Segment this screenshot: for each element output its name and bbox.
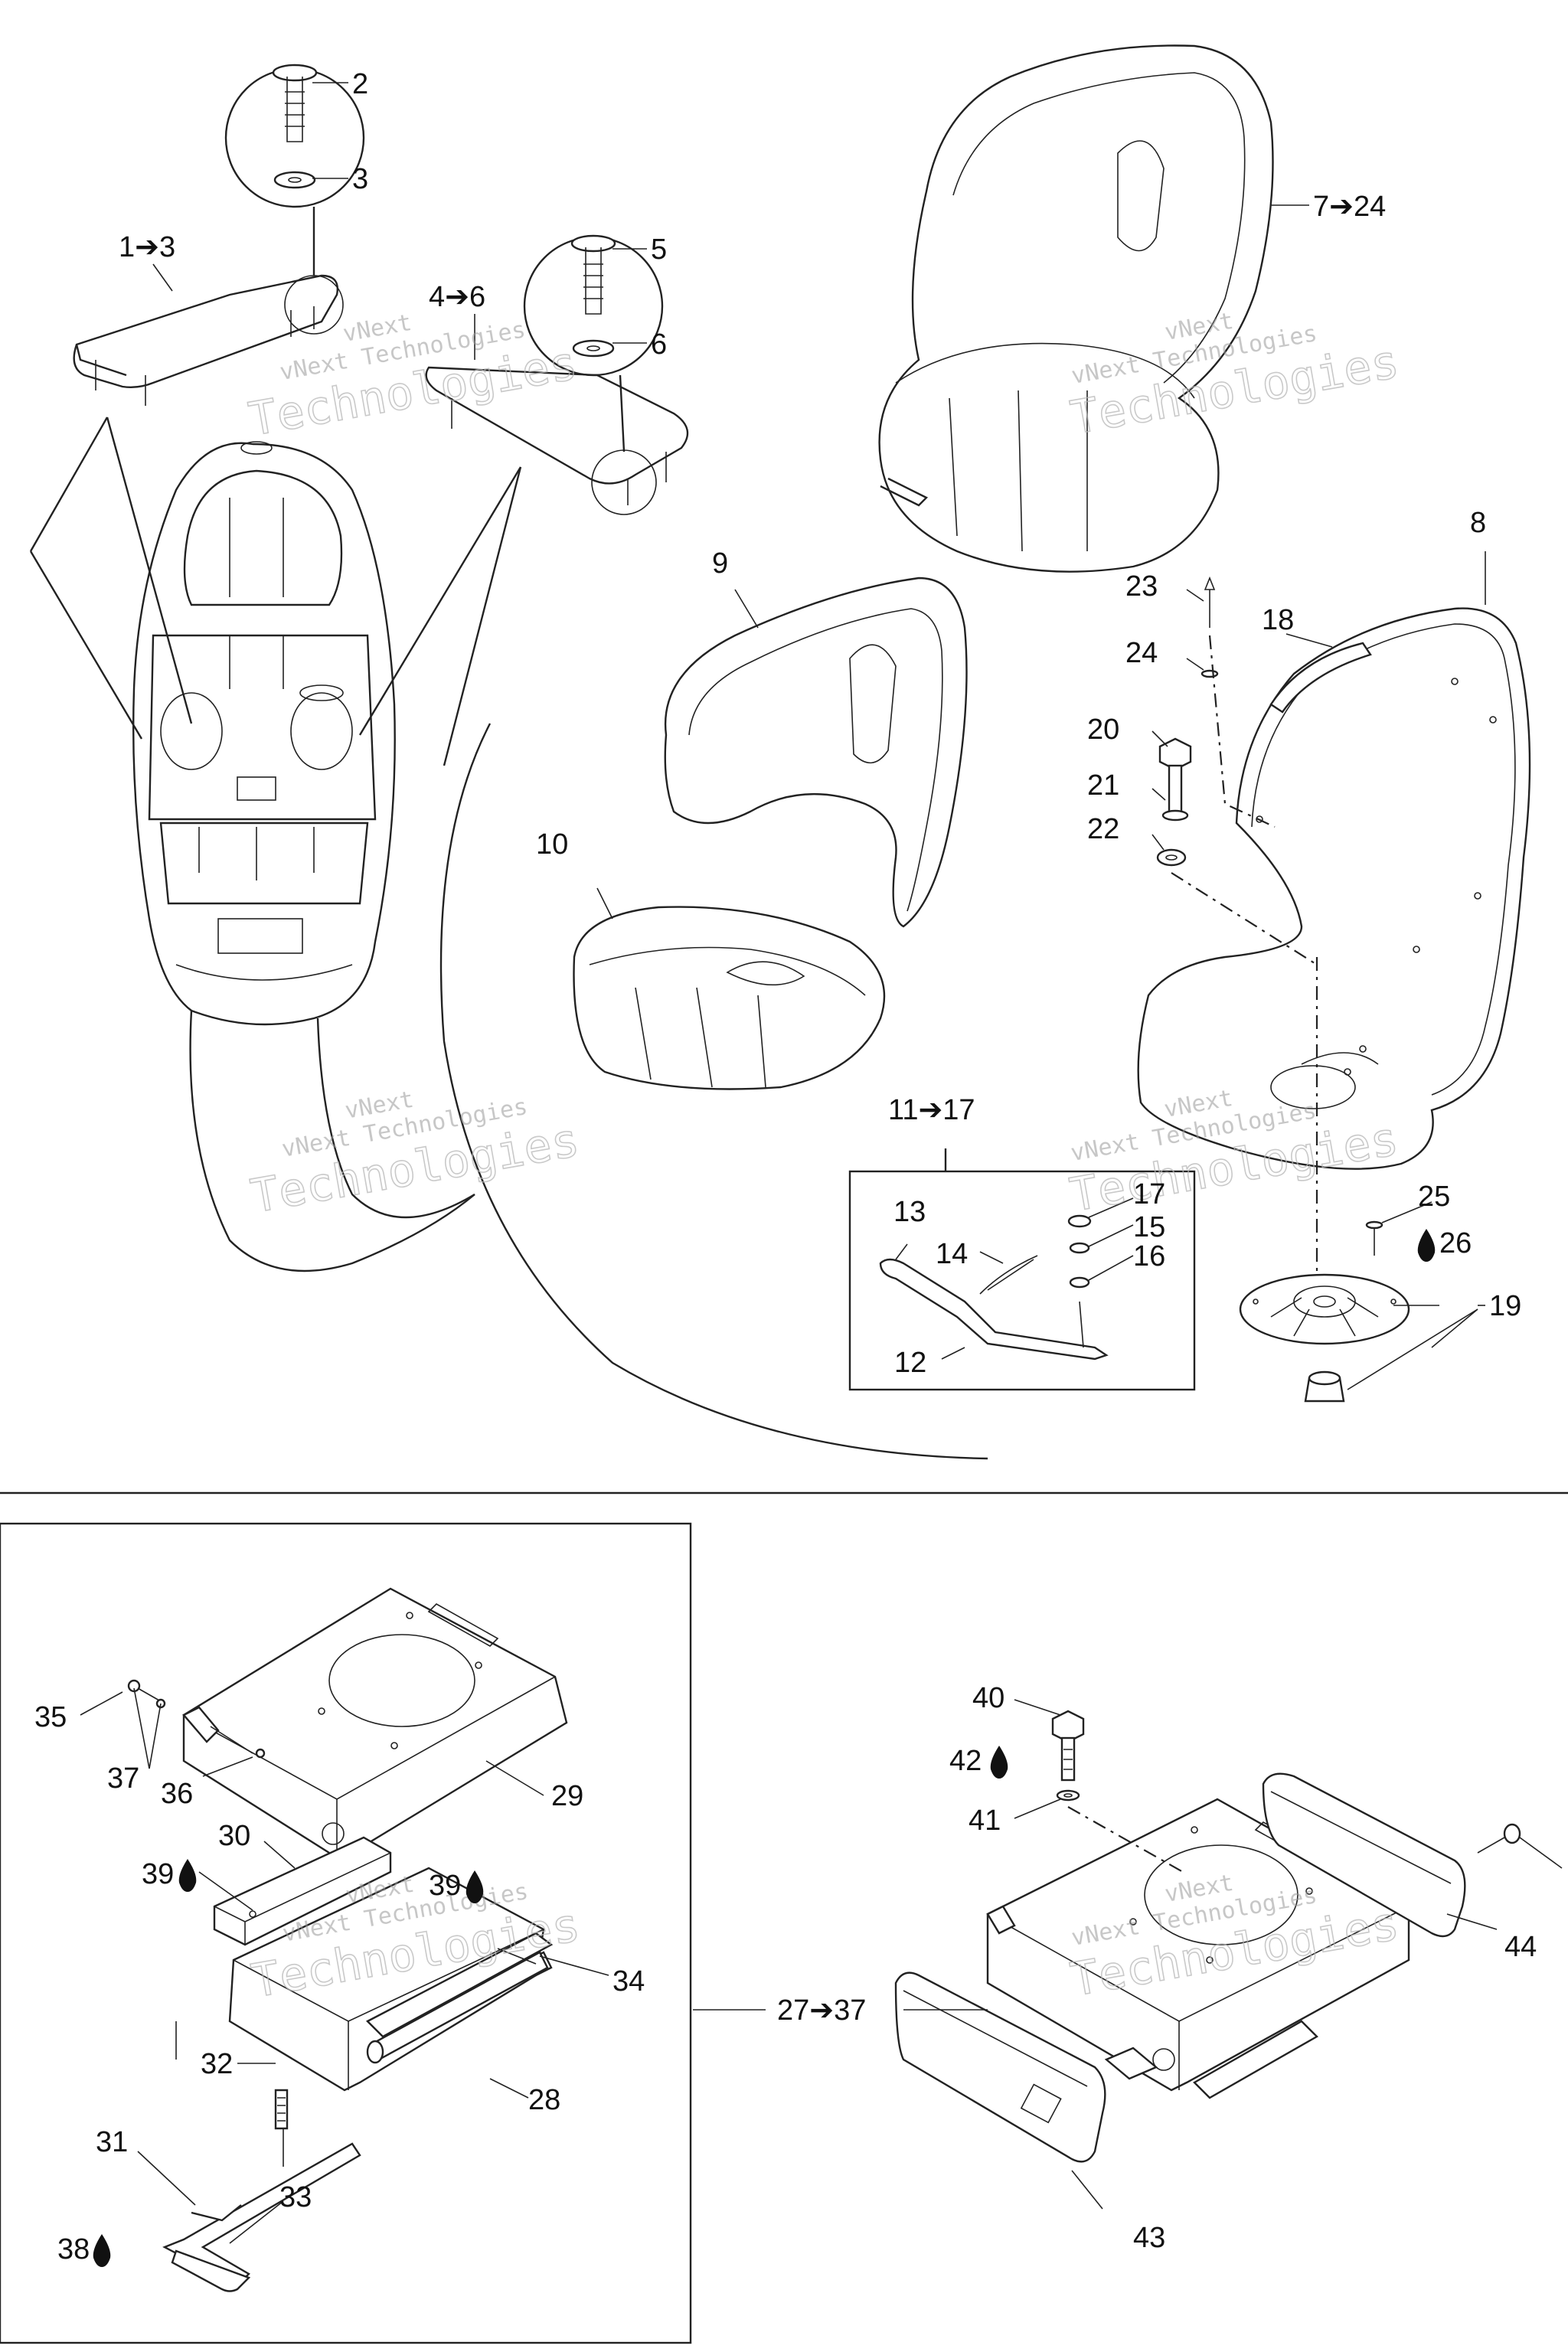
leader-1 [29,416,109,552]
callout-35: 35 [34,1701,67,1733]
leader-arc-inner [189,1010,475,1272]
hardware-stack [1156,576,1219,867]
callout-19: 19 [1489,1290,1521,1322]
watermark-middle-left: vNext vNext Technologies Technologies [247,1086,584,1225]
callout-43: 43 [1133,2222,1165,2254]
swivel-pedestal [1239,1273,1410,1403]
drop-icon [1417,1229,1436,1262]
callout-42: 42 [949,1745,982,1777]
drop-icon [466,1870,484,1903]
release-handle [162,2021,361,2292]
callout-15: 15 [1133,1211,1165,1243]
callout-4-6: 4➔6 [429,281,485,313]
callout-12: 12 [894,1347,926,1379]
callout-8: 8 [1470,507,1486,539]
callout-9: 9 [712,547,728,580]
callout-41: 41 [969,1805,1001,1837]
callout-28: 28 [528,2084,560,2116]
callout-22: 22 [1087,813,1119,845]
callout-18: 18 [1262,604,1294,636]
callout-3: 3 [352,163,368,195]
callout-10: 10 [536,828,568,861]
drop-icon [178,1859,197,1892]
callout-29: 29 [551,1780,583,1812]
callout-1-3: 1➔3 [119,231,175,263]
detail-circle-5-6 [523,234,664,452]
drop-icon [990,1746,1008,1779]
callout-39b: 39 [429,1870,461,1902]
rear-cushion-left [73,274,344,406]
bottom-leaders [80,1687,1498,2244]
callout-17: 17 [1133,1178,1165,1210]
callout-27-37: 27➔37 [777,1994,866,2027]
watercraft-hull [132,441,396,1026]
top-leaders [152,82,1486,1390]
slide-rail [213,1836,392,1946]
callout-34: 34 [612,1965,645,1998]
callout-44: 44 [1504,1931,1537,1963]
callout-labels: 1➔3 2 3 4➔6 5 6 7➔24 8 9 10 11➔17 12 13 … [34,68,1537,2267]
callout-7-24: 7➔24 [1313,191,1386,223]
callout-5: 5 [651,234,667,266]
callout-38: 38 [57,2233,90,2265]
screw-25 [1365,1220,1383,1256]
backrest [664,577,968,928]
callout-31: 31 [96,2126,128,2158]
callout-30: 30 [218,1820,250,1852]
screw-44 [1477,1823,1563,1869]
bottom-left-frame [0,1522,692,2344]
side-cover-44 [1262,1772,1466,1938]
callout-25: 25 [1418,1181,1450,1213]
hardware-40-41 [1051,1710,1085,1802]
callout-24: 24 [1125,637,1158,669]
callout-20: 20 [1087,714,1119,746]
callout-36: 36 [161,1778,193,1810]
callout-40: 40 [972,1682,1004,1714]
callout-39a: 39 [142,1858,174,1890]
leader-arc-outer [439,723,988,1460]
callout-37: 37 [107,1762,139,1795]
hardware-35-37 [127,1679,266,1759]
callout-11-17: 11➔17 [888,1094,975,1126]
rod-34 [366,1951,549,2064]
drop-icon [93,2234,111,2267]
callout-32: 32 [201,2048,233,2080]
assembly-centerline-3 [1067,1806,1184,1873]
trim-strip [1269,642,1372,714]
lever-assembly-box [848,1148,1196,1391]
callout-26: 26 [1439,1227,1472,1259]
slide-assembly-right [986,1798,1410,2099]
side-cover-43 [894,1971,1106,2163]
seat-cushion [573,906,886,1090]
seat-base-shell [1137,607,1531,1170]
slide-plate-upper [182,1587,568,1858]
callout-23: 23 [1125,570,1158,603]
callout-13: 13 [893,1196,926,1228]
assembly-centerline-1 [1208,635,1276,828]
callout-33: 33 [279,2181,312,2213]
callout-6: 6 [651,328,667,361]
callout-14: 14 [936,1238,968,1270]
callout-2: 2 [352,68,368,100]
callout-16: 16 [1133,1240,1165,1272]
seat-assembly [878,44,1274,573]
detail-circle-2-3 [224,64,365,276]
callout-21: 21 [1087,769,1119,802]
